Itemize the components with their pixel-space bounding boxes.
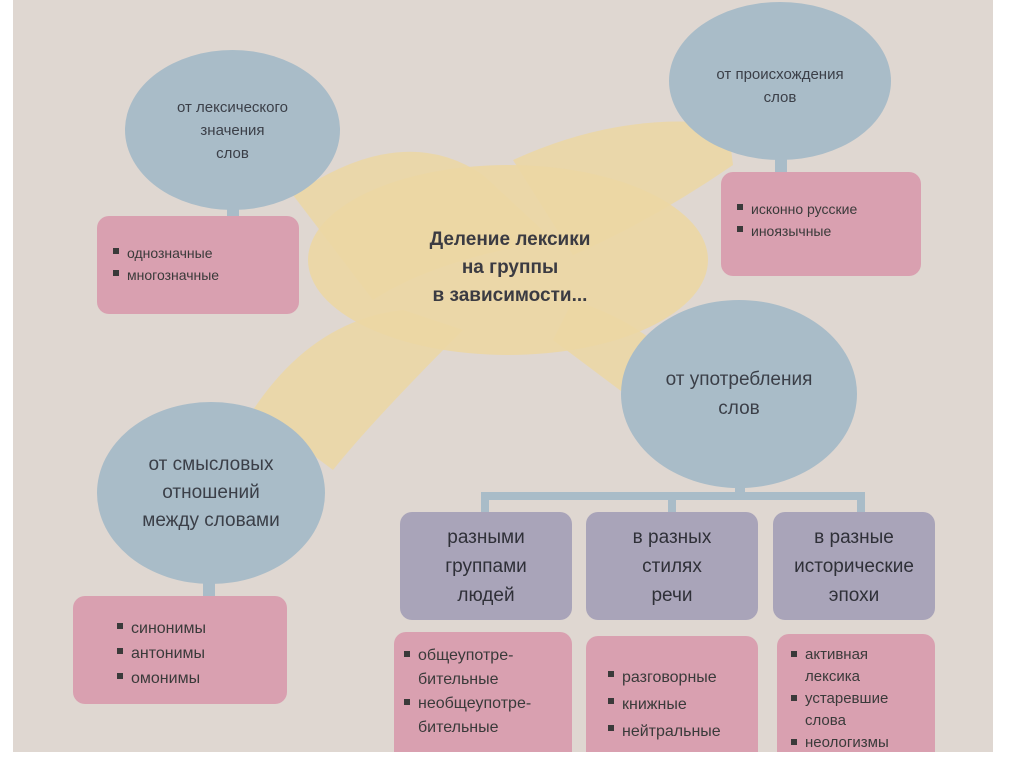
connector-origin bbox=[775, 156, 787, 174]
connector-usage-stem bbox=[735, 484, 745, 498]
ellipse-origin-label: от происхождения слов bbox=[716, 66, 844, 106]
list-item-non-common: необщеупотре- бительные bbox=[404, 692, 564, 740]
connector-semantic bbox=[203, 580, 215, 600]
diagram-page: Деление лексики на группы в зависимости.… bbox=[13, 0, 993, 752]
list-item-active-vocab: активная лексика bbox=[791, 644, 927, 688]
ellipse-lexical-meaning: от лексического значения слов bbox=[125, 50, 340, 210]
ellipse-semantic-relations: от смысловых отношений между словами bbox=[97, 402, 325, 584]
list-item-neutral: нейтральные bbox=[608, 718, 748, 745]
list-item-foreign: иноязычные bbox=[737, 220, 905, 242]
list-item-colloquial: разговорные bbox=[608, 664, 748, 691]
box-usage-people-items: общеупотре- бительные необщеупотре- бите… bbox=[394, 632, 572, 752]
list-item-antonyms: антонимы bbox=[117, 641, 271, 666]
x-shape-center bbox=[308, 165, 708, 355]
box-semantic-items: синонимы антонимы омонимы bbox=[73, 596, 287, 704]
list-item-single-meaning: однозначные bbox=[113, 242, 283, 264]
box-usage-epochs-label: в разные исторические эпохи bbox=[794, 526, 914, 606]
connector-usage-right bbox=[857, 492, 865, 516]
list-item-common: общеупотре- бительные bbox=[404, 644, 564, 692]
connector-usage-middle bbox=[668, 492, 676, 516]
connector-lexical bbox=[227, 205, 239, 219]
box-usage-epochs: в разные исторические эпохи bbox=[773, 512, 935, 620]
ellipse-origin: от происхождения слов bbox=[669, 2, 891, 160]
box-usage-people-label: разными группами людей bbox=[445, 526, 527, 606]
list-item-neologisms: неологизмы bbox=[791, 732, 927, 752]
box-usage-people: разными группами людей bbox=[400, 512, 572, 620]
list-item-obsolete: устаревшие слова bbox=[791, 688, 927, 732]
box-lexical-meaning-items: однозначные многозначные bbox=[97, 216, 299, 314]
box-origin-items: исконно русские иноязычные bbox=[721, 172, 921, 276]
x-shape-arm-left-bottom bbox=[253, 310, 463, 470]
list-item-synonyms: синонимы bbox=[117, 616, 271, 641]
diagram-title: Деление лексики на группы в зависимости.… bbox=[429, 229, 591, 306]
box-usage-epochs-items: активная лексика устаревшие слова неолог… bbox=[777, 634, 935, 752]
ellipse-semantic-relations-label: от смысловых отношений между словами bbox=[142, 454, 280, 531]
connector-usage-left bbox=[481, 492, 489, 516]
ellipse-usage: от употребления слов bbox=[621, 300, 857, 488]
list-item-homonyms: омонимы bbox=[117, 666, 271, 691]
ellipse-usage-label: от употребления слов bbox=[665, 369, 813, 419]
box-usage-styles-items: разговорные книжные нейтральные bbox=[586, 636, 758, 752]
ellipse-lexical-meaning-label: от лексического значения слов bbox=[177, 98, 288, 162]
box-usage-styles: в разных стилях речи bbox=[586, 512, 758, 620]
list-item-multi-meaning: многозначные bbox=[113, 264, 283, 286]
box-usage-styles-label: в разных стилях речи bbox=[632, 526, 712, 606]
list-item-bookish: книжные bbox=[608, 691, 748, 718]
list-item-native-russian: исконно русские bbox=[737, 198, 905, 220]
